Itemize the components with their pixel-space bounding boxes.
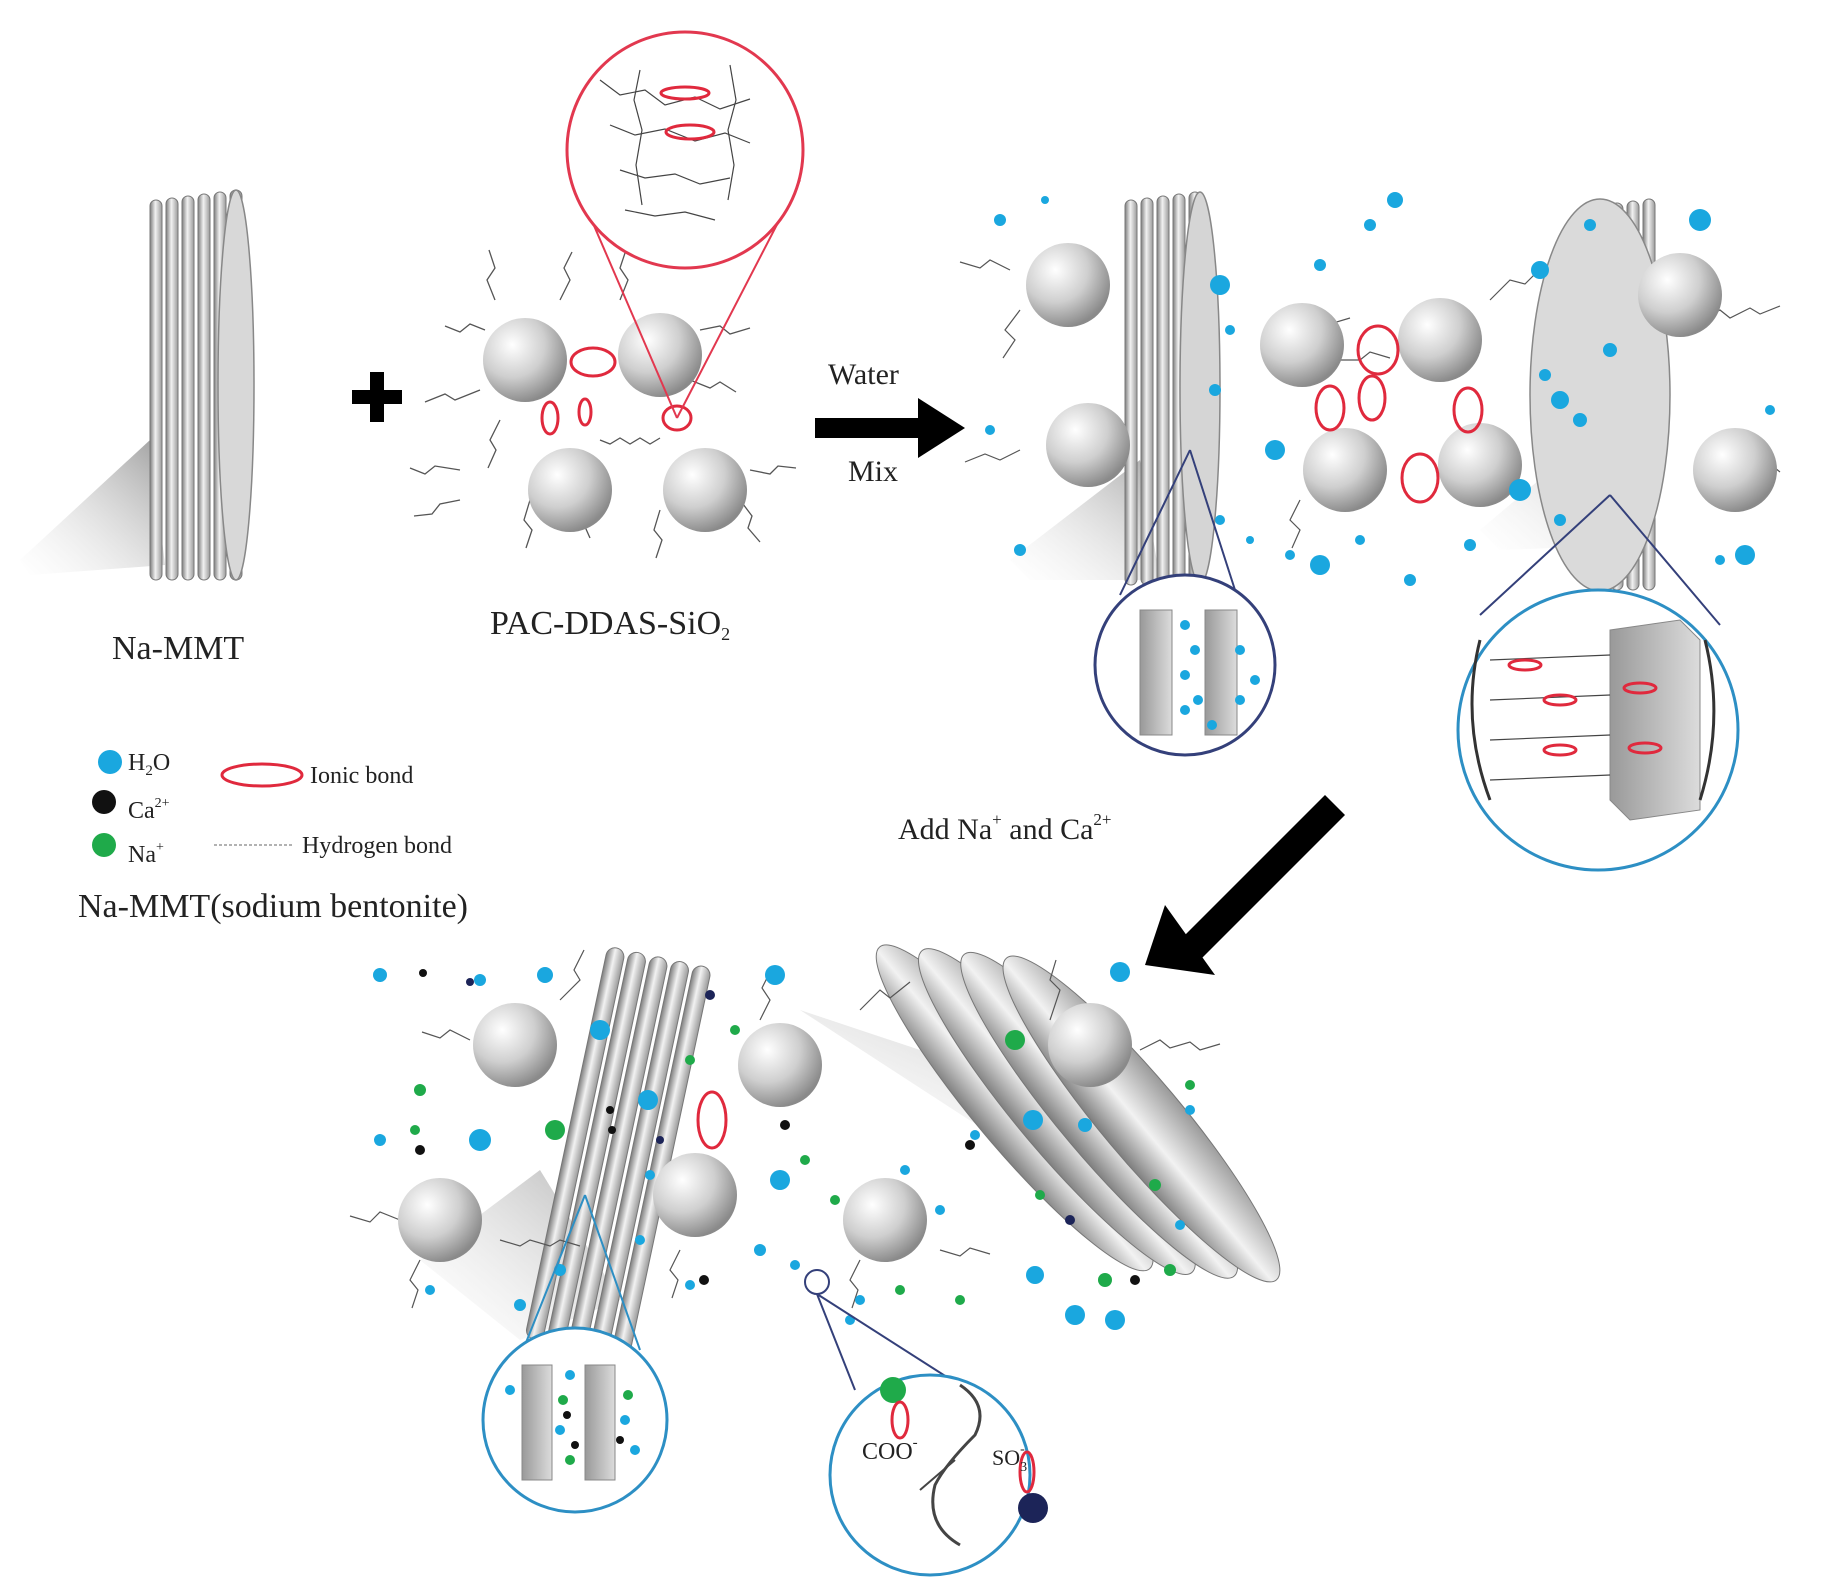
- coo-label: COO-: [862, 1435, 918, 1466]
- legend-na-sup: +: [155, 840, 164, 855]
- add-ions-sup-ca: 2+: [1093, 810, 1112, 829]
- salt-contaminated-panel: [349, 944, 1281, 1577]
- legend-ca-sup: 2+: [154, 796, 170, 811]
- legend-h2o-suffix: O: [152, 750, 171, 776]
- clay-platelet-icon: [1529, 198, 1671, 592]
- so3-text: SO: [992, 1445, 1021, 1470]
- legend-na-text: Na: [128, 842, 156, 868]
- so3-sub: 3: [1020, 1460, 1028, 1475]
- clay-platelet-icon: [1124, 191, 1221, 586]
- coo-sup: -: [912, 1435, 918, 1451]
- so3-label: SO3 -: [992, 1442, 1028, 1476]
- clay-platelet-icon: [149, 189, 255, 581]
- legend-ca: Ca2+: [128, 796, 170, 825]
- interlayer-ions-zoom-lens: [481, 1194, 669, 1514]
- add-ions-label: Add Na+ and Ca2+: [898, 810, 1111, 847]
- ionic-bond-zoom-lens: [565, 30, 805, 419]
- interlayer-water-zoom-lens: [1093, 449, 1277, 757]
- silica-sphere-icon: [398, 1003, 1132, 1262]
- pac-ddas-sio2-label: PAC-DDAS-SiO2: [490, 605, 730, 645]
- legend-title: Na-MMT(sodium bentonite): [78, 888, 468, 925]
- pac-ddas-sio2-cluster: [409, 30, 805, 559]
- legend-h2o-prefix: H: [128, 750, 146, 776]
- clay-platelet-icon: [525, 947, 711, 1359]
- polymer-clay-zoom-lens: [1456, 494, 1740, 872]
- legend-ca-text: Ca: [128, 798, 155, 824]
- legend-markers: [92, 750, 304, 857]
- add-ions-prefix: Add Na: [898, 813, 993, 846]
- pac-ddas-sio2-prefix: PAC-DDAS-SiO: [490, 605, 722, 642]
- coo-text: COO: [862, 1439, 913, 1465]
- add-ions-sup-na: +: [992, 810, 1002, 829]
- legend-h2o: H2O: [128, 750, 170, 780]
- clay-platelet-icon: [875, 944, 1281, 1283]
- legend-ionic-bond: Ionic bond: [310, 763, 414, 789]
- plus-icon: [352, 372, 402, 422]
- mixed-dispersion-panel: [959, 191, 1781, 872]
- add-ions-mid: and Ca: [1001, 813, 1094, 846]
- legend-h2o-subscript: 2: [145, 763, 153, 779]
- pac-ddas-sio2-subscript: 2: [721, 624, 731, 644]
- silica-sphere-icon: [483, 313, 747, 532]
- legend-na: Na+: [128, 840, 164, 869]
- na-mmt-label: Na-MMT: [112, 630, 245, 667]
- na-mmt-stack: [20, 189, 255, 581]
- so3-sup: -: [1020, 1442, 1025, 1457]
- mix-label: Mix: [848, 455, 899, 488]
- carboxyl-sulfonate-zoom-lens: [804, 1269, 1048, 1577]
- silica-sphere-icon: [1026, 243, 1777, 512]
- arrow-right-icon: [815, 398, 965, 458]
- legend-hydrogen-bond: Hydrogen bond: [302, 833, 452, 859]
- water-label: Water: [828, 358, 899, 391]
- arrow-down-left-icon: [1145, 795, 1345, 975]
